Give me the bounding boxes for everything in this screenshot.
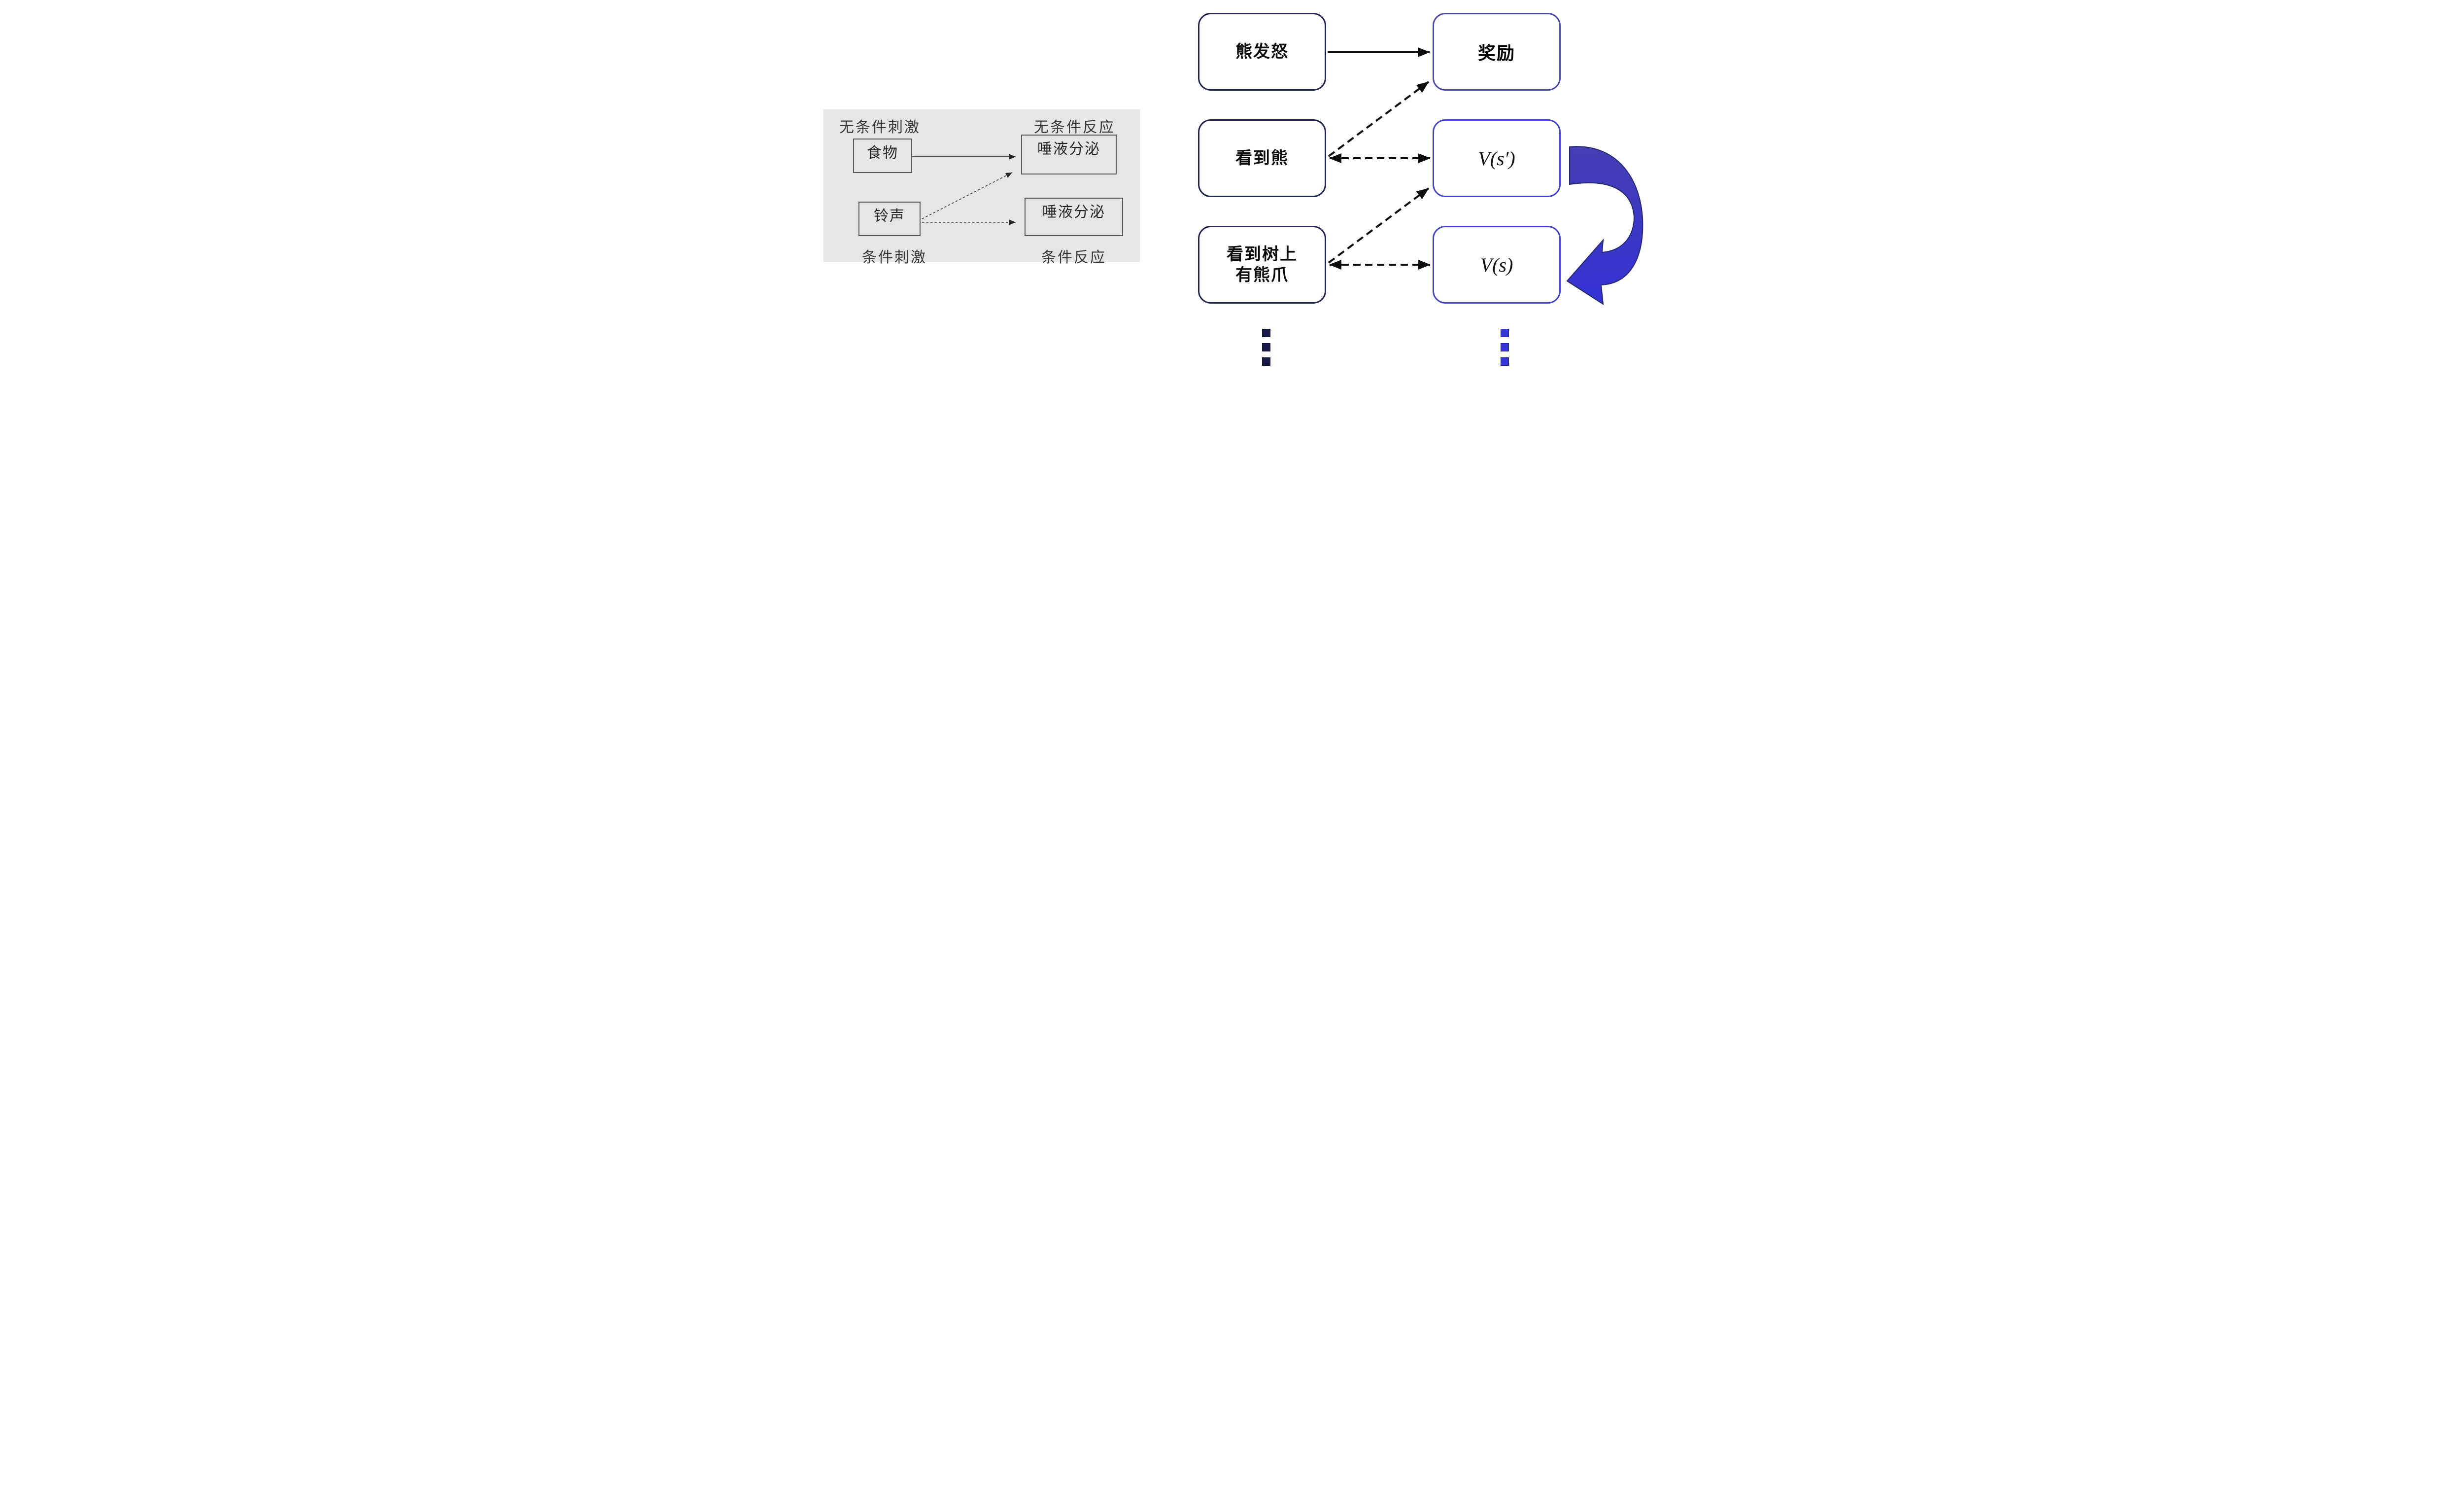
bell-to-salivation-diagonal-dashed-arrow bbox=[922, 172, 1013, 219]
node-bear-angry: 熊发怒 bbox=[1198, 13, 1326, 91]
feedback-loop-ribbon-arrow bbox=[1566, 146, 1643, 305]
ellipsis-dot bbox=[1501, 343, 1509, 351]
node-value-next-state-label: V(s′) bbox=[1478, 147, 1515, 170]
node-reward: 奖励 bbox=[1433, 13, 1561, 91]
node-value-state-label: V(s) bbox=[1480, 253, 1513, 276]
ellipsis-dot bbox=[1501, 357, 1509, 366]
see-claw-to-value-next-diagonal-dashed-arrow bbox=[1328, 187, 1430, 264]
bell-box: 铃声 bbox=[858, 202, 921, 236]
food-box: 食物 bbox=[853, 139, 912, 173]
node-value-state: V(s) bbox=[1433, 226, 1561, 304]
diagram-canvas: 无条件刺激 无条件反应 食物 唾液分泌 铃声 唾液分泌 条件刺激 条件反应 bbox=[819, 0, 1645, 375]
pavlov-panel: 无条件刺激 无条件反应 食物 唾液分泌 铃声 唾液分泌 条件刺激 条件反应 bbox=[823, 109, 1140, 266]
ellipsis-left bbox=[1262, 329, 1270, 366]
unconditioned-stimulus-label: 无条件刺激 bbox=[839, 119, 921, 136]
node-see-claw-label-line1: 看到树上 bbox=[1227, 244, 1298, 264]
unconditioned-response-label: 无条件反应 bbox=[1034, 119, 1115, 136]
ellipsis-right bbox=[1501, 329, 1509, 366]
see-bear-to-reward-diagonal-dashed-arrow bbox=[1328, 81, 1430, 157]
node-reward-label: 奖励 bbox=[1477, 43, 1515, 63]
node-see-bear-label: 看到熊 bbox=[1235, 148, 1289, 168]
ellipsis-dot bbox=[1262, 329, 1270, 337]
salivation-bottom-box: 唾液分泌 bbox=[1025, 198, 1123, 236]
conditioned-response-label: 条件反应 bbox=[1041, 249, 1106, 266]
node-bear-angry-label: 熊发怒 bbox=[1235, 42, 1289, 61]
node-see-bear: 看到熊 bbox=[1198, 119, 1326, 197]
salivation-top-box: 唾液分泌 bbox=[1021, 135, 1117, 174]
node-value-next-state: V(s′) bbox=[1433, 119, 1561, 197]
conditioned-stimulus-label: 条件刺激 bbox=[862, 249, 927, 266]
node-see-claw-label-line2: 有熊爪 bbox=[1235, 266, 1289, 284]
ellipsis-dot bbox=[1262, 357, 1270, 366]
ellipsis-dot bbox=[1501, 329, 1509, 337]
ellipsis-dot bbox=[1262, 343, 1270, 351]
node-see-claw: 看到树上 有熊爪 bbox=[1198, 226, 1326, 304]
